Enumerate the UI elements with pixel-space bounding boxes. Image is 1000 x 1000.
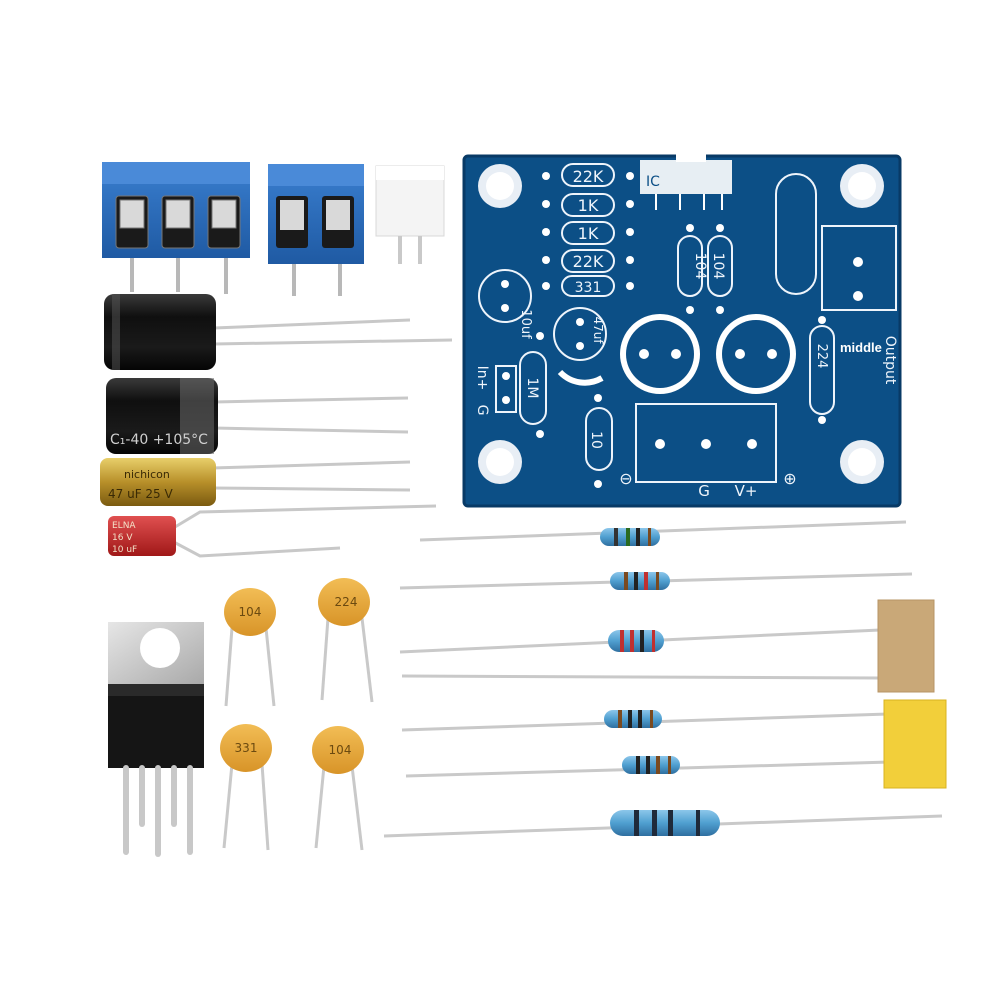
ceramic-capacitor-3: 331 xyxy=(220,724,272,851)
silk-r4: 22K xyxy=(573,252,604,271)
thermal-pad-yellow xyxy=(883,699,947,789)
silk-cap-10uf: 10uf xyxy=(518,309,533,339)
silk-g-pwr: G xyxy=(698,482,710,500)
silk-c331: 331 xyxy=(575,280,602,296)
pcb-board: 22K 1K 1K 22K 331 IC 104 104 10uf 47uf 1… xyxy=(462,154,902,508)
thermal-pad-brown xyxy=(877,599,935,693)
silk-c104a: 104 xyxy=(692,253,708,280)
silk-in-plus: In+ xyxy=(474,366,490,391)
electrolytic-capacitor-red: ELNA 16 V 10 uF xyxy=(108,504,437,558)
silk-v-plus: V+ xyxy=(735,482,758,500)
ceramic-capacitor-1: 104 xyxy=(224,588,276,707)
resistor-2 xyxy=(399,572,913,590)
cap-brand: ELNA xyxy=(112,521,136,531)
ceramic-capacitor-4: 104 xyxy=(312,726,364,851)
cap-brand: nichicon xyxy=(124,468,170,481)
silk-g-in: G xyxy=(474,405,490,416)
silk-c104b: 104 xyxy=(710,253,726,280)
silk-cap-47uf: 47uf xyxy=(591,316,605,344)
ceramic-code: 104 xyxy=(329,743,352,757)
ceramic-code: 104 xyxy=(239,605,262,619)
resistor-1 xyxy=(419,520,907,546)
cap-value: 10 uF xyxy=(112,545,137,555)
electrolytic-capacitor-gold: nichicon 47 uF 25 V xyxy=(100,458,411,506)
electrolytic-capacitor-black-2: C₁-40 +105°C xyxy=(106,378,409,454)
ceramic-capacitor-2: 224 xyxy=(318,578,374,703)
resistor-4 xyxy=(401,674,881,680)
cap-rating-text: C₁-40 +105°C xyxy=(110,432,208,448)
ceramic-code: 224 xyxy=(335,595,358,609)
overlay-label-middle: middle xyxy=(840,340,882,355)
cap-voltage: 16 V xyxy=(112,533,133,543)
resistor-5 xyxy=(401,710,889,732)
silk-r2: 1K xyxy=(578,196,599,215)
resistor-3 xyxy=(399,628,881,654)
power-amplifier-ic xyxy=(108,622,204,857)
terminal-block-2pin xyxy=(268,164,364,296)
electrolytic-capacitor-black-1 xyxy=(104,294,453,370)
silk-r3: 1K xyxy=(578,224,599,243)
ceramic-code: 331 xyxy=(235,741,258,755)
silk-ic: IC xyxy=(646,174,660,190)
silk-r-1m: 1M xyxy=(524,378,540,399)
silk-plus-mark: ⊕ xyxy=(783,469,796,488)
cap-value: 47 uF 25 V xyxy=(108,487,173,501)
resistor-6 xyxy=(405,756,891,778)
terminal-block-3pin xyxy=(102,162,250,294)
silk-c224: 224 xyxy=(814,344,829,369)
pin-header-connector xyxy=(375,165,445,264)
silk-r-10: 10 xyxy=(588,431,604,449)
silk-r1: 22K xyxy=(573,167,604,186)
resistor-7-large xyxy=(383,810,943,838)
silk-minus-mark: ⊖ xyxy=(619,469,632,488)
mounting-hole xyxy=(478,164,884,484)
